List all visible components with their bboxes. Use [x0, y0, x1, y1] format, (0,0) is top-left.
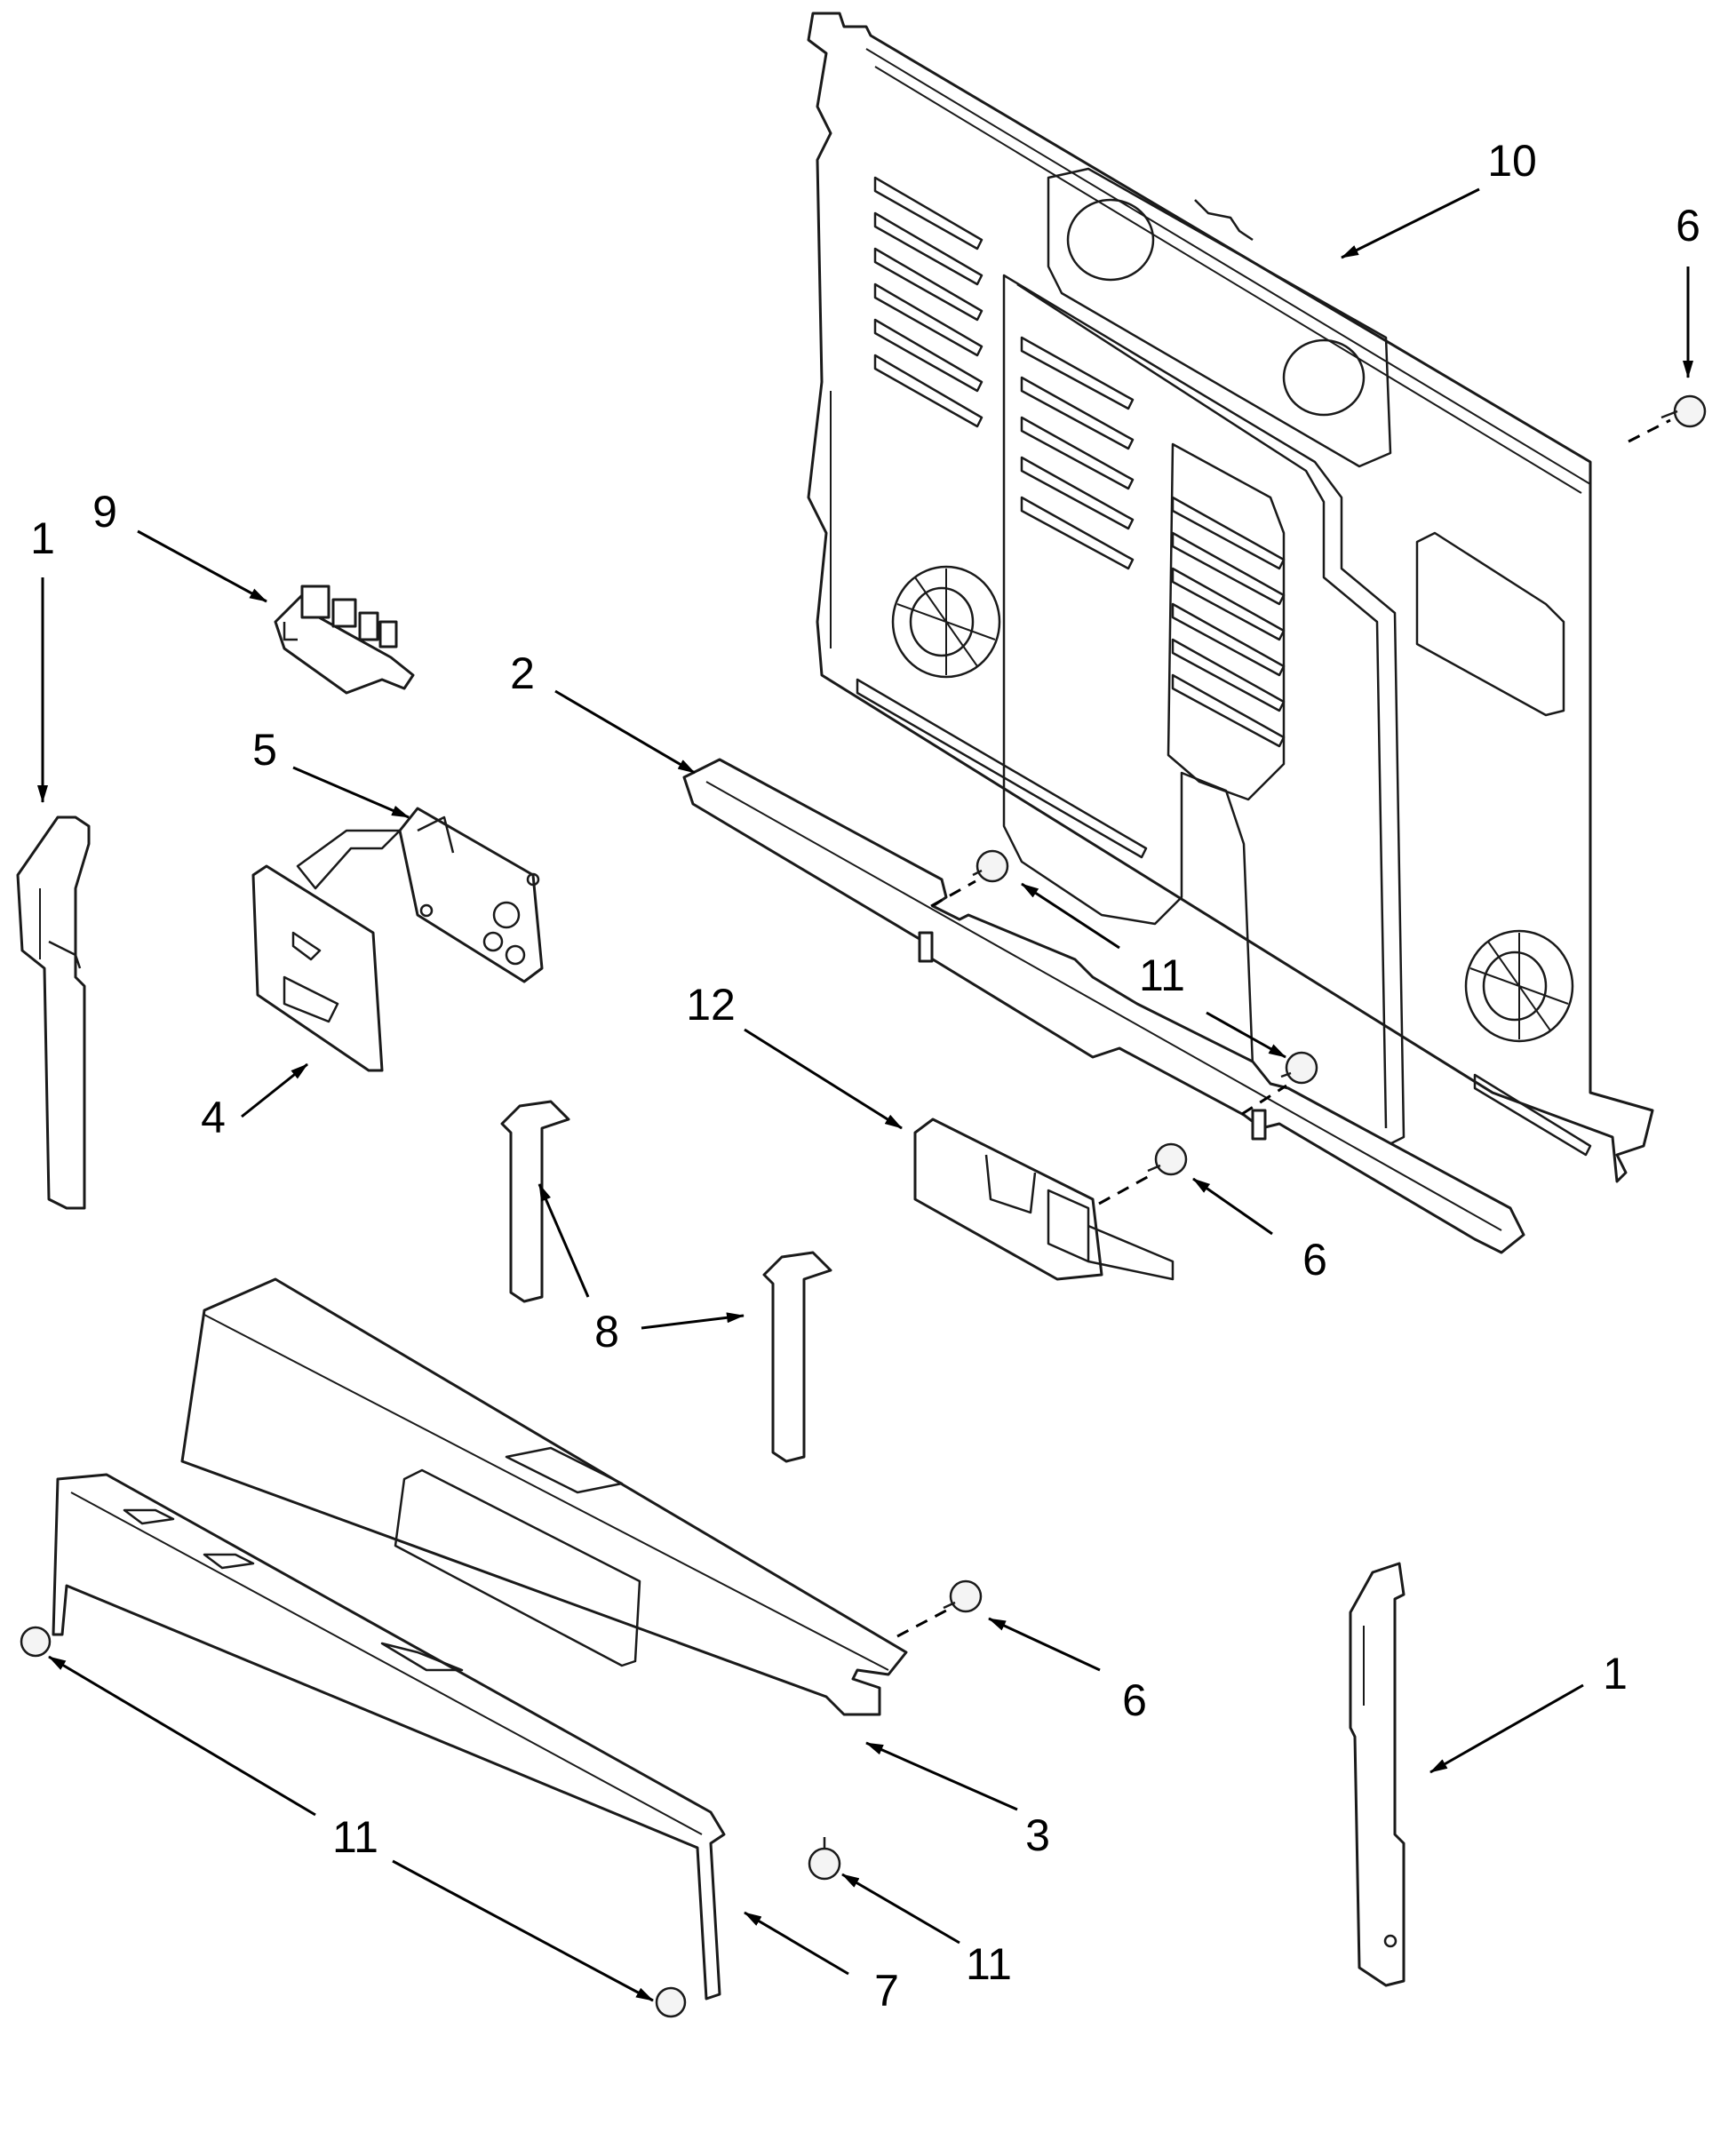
callout-2: 2: [510, 648, 535, 698]
louvers-left: [873, 176, 983, 428]
callout-3: 3: [1025, 1810, 1050, 1860]
alignment-dashes: [896, 418, 1671, 1638]
callout-11-lower-left: 11: [332, 1812, 378, 1862]
screw-11-lower-left: [20, 1626, 52, 1658]
callout-6-top: 6: [1676, 201, 1700, 251]
part-8-bracket-right: [762, 1251, 832, 1463]
leader-lines: [37, 187, 1693, 2002]
screw-6-mid: [1147, 1142, 1188, 1176]
part-5-control-board: [398, 807, 544, 983]
callout-1-left: 1: [30, 513, 55, 563]
part-3-control-panel: [180, 1277, 908, 1716]
louvers-center: [1020, 336, 1135, 570]
callout-11-lower-right: 11: [966, 1939, 1012, 1989]
part-4-board-bracket: [251, 829, 402, 1072]
callout-4: 4: [201, 1093, 226, 1142]
callout-7: 7: [874, 1966, 899, 2016]
screw-11-upper-b: [1280, 1051, 1318, 1085]
screw-6-top: [1660, 394, 1707, 428]
callout-1-right: 1: [1603, 1649, 1628, 1698]
part-1-right-bracket: [1349, 1562, 1406, 1987]
callout-6-mid: 6: [1302, 1235, 1327, 1285]
fan-vent-right: [1464, 929, 1574, 1043]
screw-11-lower-bottom: [655, 1986, 687, 2018]
callout-10: 10: [1487, 136, 1537, 186]
callout-5: 5: [252, 725, 277, 775]
part-10-back-panel: [807, 12, 1654, 1183]
part-1-left-bracket: [16, 815, 91, 1210]
screw-6-low: [943, 1579, 983, 1613]
callout-numbers: 10 6 9 1 2 5 11 12 4 8 6 6 1 3 11 11 7: [30, 136, 1700, 2016]
screw-11-upper-a: [972, 849, 1009, 883]
callout-8: 8: [594, 1307, 619, 1356]
part-8-bracket-left: [500, 1100, 570, 1303]
part-2-channel-bar: [682, 758, 1525, 1254]
part-7-lower-trim: [52, 1473, 726, 2001]
callout-6-low: 6: [1122, 1675, 1147, 1725]
louvers-right: [1171, 496, 1286, 748]
callout-9: 9: [92, 487, 117, 537]
callout-12: 12: [686, 980, 736, 1030]
screw-11-lower-right: [808, 1837, 841, 1881]
part-12-electronic-control: [913, 1118, 1175, 1281]
part-9-terminal-block: [274, 585, 415, 695]
fan-vent-left: [891, 565, 1001, 679]
callout-11-upper-a: 11: [1139, 951, 1185, 1000]
